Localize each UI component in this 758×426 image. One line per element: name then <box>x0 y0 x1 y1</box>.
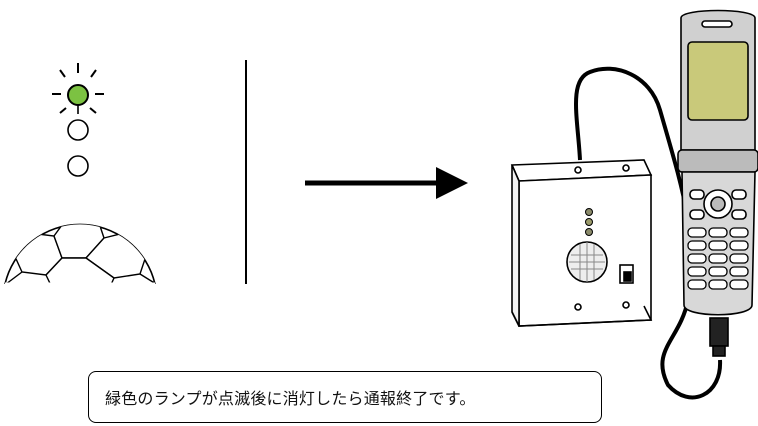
caption-box: 緑色のランプが点滅後に消灯したら通報終了です。 <box>88 371 602 423</box>
lamp-off-icon <box>67 155 89 177</box>
blink-rays-icon <box>52 63 104 114</box>
lamp-indicator-group <box>52 63 104 177</box>
right-arrow-icon <box>305 167 468 199</box>
alarm-device-icon <box>510 159 653 327</box>
device-led-icon <box>585 228 593 236</box>
green-lamp-icon <box>67 84 89 106</box>
speaker-grille-icon <box>4 223 156 286</box>
phone-keypad-icon <box>687 227 749 290</box>
phone-connector-icon <box>709 317 729 347</box>
device-led-icon <box>585 218 593 226</box>
caption-text: 緑色のランプが点滅後に消灯したら通報終了です。 <box>105 389 476 408</box>
device-led-icon <box>585 208 593 216</box>
phone-screen-icon <box>687 41 749 121</box>
lamp-off-icon <box>67 119 89 141</box>
flip-phone-icon <box>677 9 758 357</box>
